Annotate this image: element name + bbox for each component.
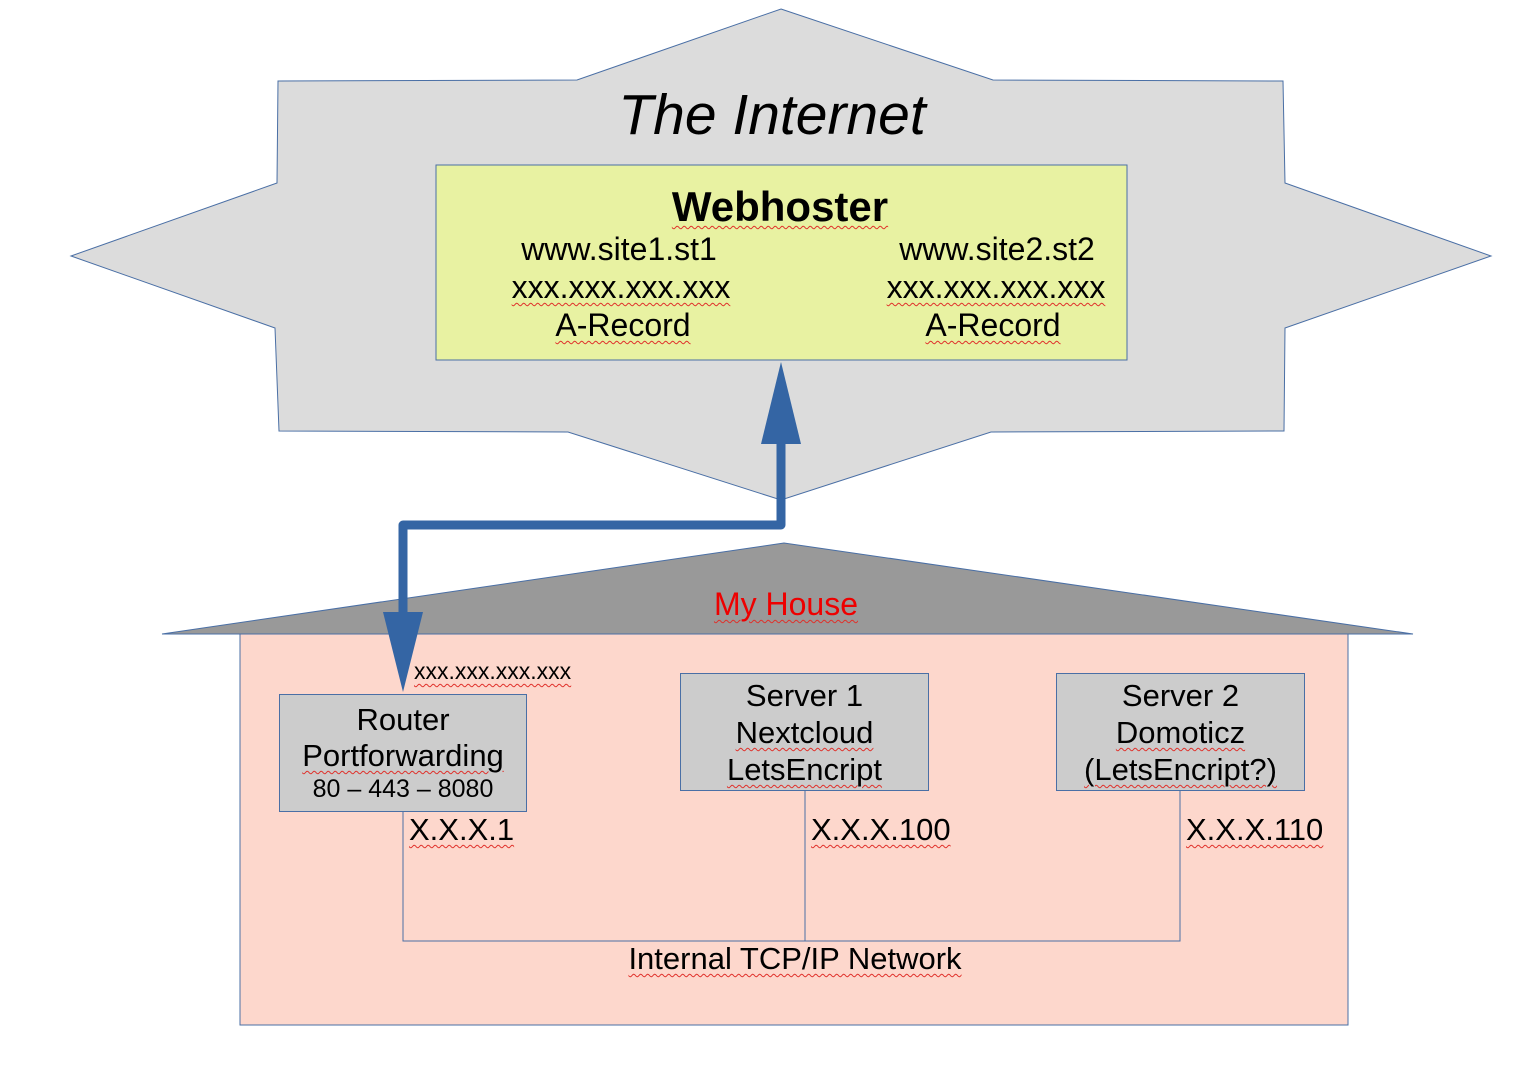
router-local-ip: X.X.X.1 [409,812,515,847]
server1-box: Server 1 Nextcloud LetsEncript [680,673,929,791]
house-title: My House [713,586,859,622]
arrow-head-up [761,362,801,444]
server2-app: Domoticz [1115,715,1246,750]
arrow-head-down [383,612,423,692]
site1-record: A-Record [555,307,691,343]
webhoster-title: Webhoster [671,183,889,230]
server2-local-ip: X.X.X.110 [1186,812,1324,847]
router-public-ip: xxx.xxx.xxx.xxx [414,658,572,684]
site2-ip: xxx.xxx.xxx.xxx [886,269,1106,305]
site1-ip: xxx.xxx.xxx.xxx [511,269,731,305]
router-ports: 80 – 443 – 8080 [312,775,494,803]
router-label: Router [356,702,450,737]
server1-app: Nextcloud [735,715,874,750]
server1-cert: LetsEncript [726,752,883,787]
site1-domain: www.site1.st1 [521,231,717,267]
network-line [402,790,1181,942]
site2-record: A-Record [925,307,1061,343]
network-label: Internal TCP/IP Network [628,941,962,976]
router-portforwarding-label: Portforwarding [302,738,504,773]
house-roof [161,542,1414,635]
site2-domain: www.site2.st2 [899,231,1095,267]
server1-local-ip: X.X.X.100 [811,812,951,847]
router-box: Router Portforwarding 80 – 443 – 8080 [279,694,527,812]
internet-title: The Internet [618,83,926,147]
webhoster-box [435,164,1128,361]
server2-label: Server 2 [1121,678,1240,713]
connection-arrow-line [398,440,786,616]
server2-cert: (LetsEncript?) [1084,752,1277,787]
server1-label: Server 1 [745,678,864,713]
server2-box: Server 2 Domoticz (LetsEncript?) [1056,673,1305,791]
